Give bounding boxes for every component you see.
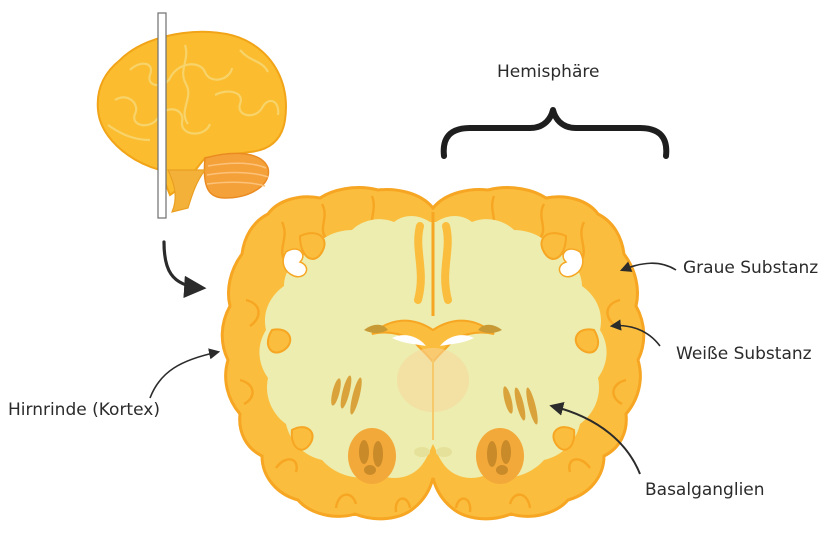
label-white-matter: Weiße Substanz <box>676 346 812 363</box>
side-view-brain <box>98 13 286 218</box>
curly-brace-icon <box>444 110 667 156</box>
cerebellum <box>204 153 268 198</box>
deep-nucleus-right <box>476 428 524 484</box>
coronal-section <box>222 188 644 519</box>
label-cortex: Hirnrinde (Kortex) <box>8 402 160 419</box>
deep-nucleus-left <box>348 428 396 484</box>
curved-arrow-icon <box>164 242 202 288</box>
label-grey-matter: Graue Substanz <box>683 260 818 277</box>
section-plane <box>158 13 166 218</box>
leader-cortex <box>150 352 218 398</box>
label-hemisphere: Hemisphäre <box>497 64 599 81</box>
label-basal-ganglia: Basalganglien <box>645 482 765 499</box>
